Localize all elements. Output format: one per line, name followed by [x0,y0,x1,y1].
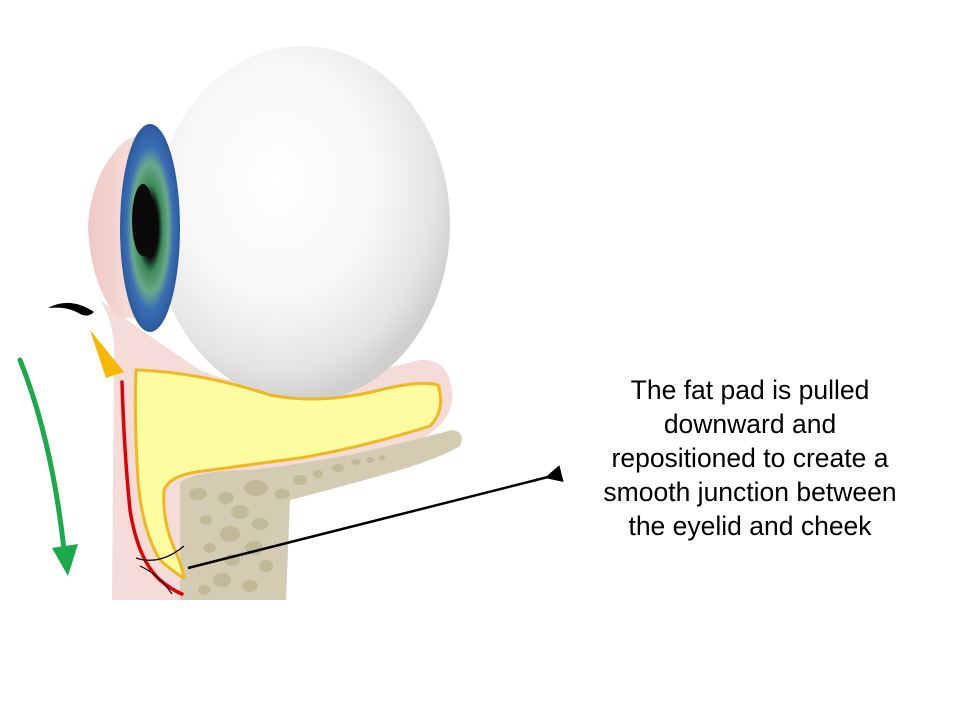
suture-line [135,545,185,561]
pupil [132,184,154,256]
caption-line-1: The fat pad is pulled [630,375,870,405]
fat-pad [133,368,443,580]
upper-lid-tissue [88,130,150,318]
septum-line [120,380,184,596]
suture-line-2 [139,565,173,595]
caption-line-2: downward and [663,409,837,439]
eyeball [154,46,450,402]
caption-text: The fat pad is pulled downward and repos… [560,373,940,543]
eyelash [48,302,94,316]
tarsus-triangle [90,330,124,378]
caption-line-5: the eyelid and cheek [628,511,872,541]
arrow-icon [187,465,564,570]
orbital-bone [180,430,462,600]
caption-line-3: repositioned to create a [611,443,889,473]
green-arrow-icon [17,357,78,576]
caption-line-4: smooth junction between [603,477,897,507]
